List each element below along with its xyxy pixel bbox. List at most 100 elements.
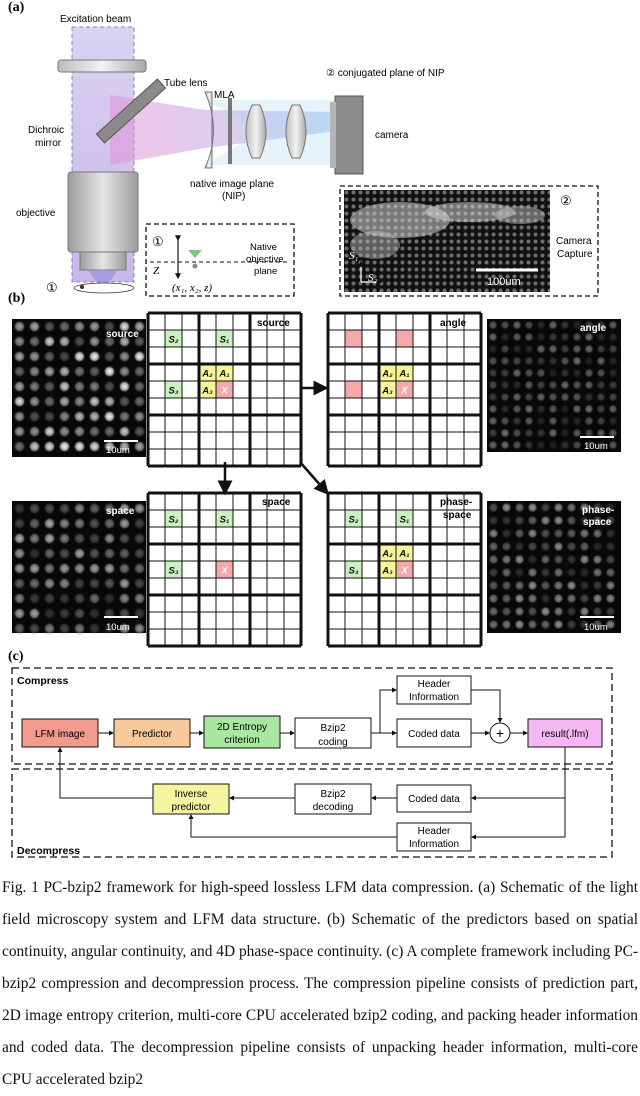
- grid-cell-s1: [216, 510, 233, 527]
- header-info-box-decompress: [396, 822, 472, 852]
- inset-1-marker: ①: [152, 234, 164, 249]
- figure-canvas: (a) Excitation beam Dichroic mirror obje…: [8, 0, 621, 858]
- native-image-plane-label-1: native image plane: [190, 179, 274, 190]
- compress-region: [11, 667, 613, 765]
- grid-cell-a1: [396, 544, 413, 561]
- grid-cell-a2: [379, 544, 396, 561]
- entropy-criterion-text-1: 2D Entropy: [217, 722, 267, 733]
- grid-cell-a3: [379, 561, 396, 578]
- grid-cell-label-x: X: [220, 566, 228, 577]
- grid-cell-x: [396, 381, 413, 398]
- grid-cell-label-x: X: [400, 566, 408, 577]
- image-space-scalebar-label: 10um: [106, 622, 130, 633]
- coded-data-box-compress: [396, 718, 472, 748]
- grid-space-title: space: [262, 497, 291, 508]
- image-source-label: source: [106, 329, 139, 340]
- tube-lens-label: Tube lens: [164, 78, 208, 89]
- relay-lens-1: [245, 104, 267, 159]
- inset-camera-capture: [339, 185, 599, 297]
- grid-cell-s1: [396, 510, 413, 527]
- inset-2-label-2: Capture: [557, 249, 593, 260]
- camera-body: [334, 95, 364, 175]
- grid-cell-s3: [165, 561, 182, 578]
- lfm-image-text: LFM image: [35, 729, 85, 740]
- compress-label: Compress: [17, 675, 69, 687]
- decompress-label: Decompress: [17, 845, 80, 857]
- grid-cell-s2: [345, 510, 362, 527]
- image-source: source 10um: [12, 319, 146, 457]
- dichroic-mirror: [95, 78, 167, 144]
- lfm-image-box: [21, 718, 99, 748]
- image-space: space 10um: [12, 501, 146, 635]
- grid-cell-a1: [396, 364, 413, 381]
- grid-cell-x: [216, 561, 233, 578]
- predictor-box: [113, 718, 191, 748]
- grid-cell-label-s2: S₂: [169, 515, 179, 526]
- predictor-text: Predictor: [132, 729, 173, 740]
- grid-cell-label-x: X: [400, 386, 408, 397]
- bzip2-coding-text-1: Bzip2: [320, 723, 345, 734]
- grid-phase-space-title-2: space: [443, 510, 472, 521]
- inset-1-z: Z: [153, 265, 160, 277]
- focal-cone-icon: [188, 250, 202, 258]
- bzip2-coding-text-2: coding: [318, 737, 347, 748]
- image-angle-label: angle: [580, 323, 607, 334]
- panel-a: (a) Excitation beam Dichroic mirror obje…: [8, 0, 599, 297]
- image-phase-space-label-1: phase-: [582, 505, 614, 516]
- grid-cell-label-a2: A₂: [201, 369, 213, 380]
- header-info-text-compress-2: Information: [409, 692, 459, 703]
- image-angle: angle 10um: [487, 319, 621, 452]
- panel-b-label: (b): [8, 291, 25, 306]
- grid-angle-title: angle: [440, 318, 467, 329]
- inset-2-label-1: Camera: [556, 236, 592, 247]
- objective-body: [67, 171, 139, 253]
- grid-cell-label-s2: S₂: [169, 335, 179, 346]
- bzip2-coding-box: [294, 717, 372, 749]
- excitation-beam-label: Excitation beam: [60, 14, 131, 25]
- image-source-scalebar-label: 10um: [106, 445, 130, 456]
- panel-c: (c) Compress Decompress LFM image Predic…: [8, 649, 613, 858]
- decompress-region: [11, 768, 613, 858]
- sample-marker: ①: [46, 280, 58, 295]
- plus-operator-text: +: [496, 725, 504, 741]
- header-info-text-decompress-1: Header: [418, 826, 451, 837]
- grid-cell-label-a1: A₁: [218, 369, 229, 380]
- mla-label: MLA: [214, 90, 235, 101]
- grid-cell-label-a2: A₂: [381, 369, 393, 380]
- grid-cell-label-s1: S₁: [400, 515, 410, 526]
- image-angle-scalebar-label: 10um: [584, 441, 608, 452]
- bzip2-decoding-text-2: decoding: [313, 802, 354, 813]
- inset-1-coords: (x₁, x₂, z): [172, 282, 212, 294]
- beam-lens: [57, 59, 147, 73]
- grid-cell-label-s1: S₁: [220, 515, 230, 526]
- grid-cell-s2: [165, 510, 182, 527]
- inset-2-s1: S₁: [349, 250, 359, 262]
- dichroic-mirror-label-2: mirror: [35, 138, 62, 149]
- grid-cell-s3: [165, 381, 182, 398]
- result-lfm-text: result(.lfm): [541, 729, 588, 740]
- inset-2-marker: ②: [560, 193, 572, 208]
- coded-data-text-decompress: Coded data: [408, 794, 460, 805]
- grid-cell-a3: [199, 381, 216, 398]
- emission-rays: [110, 95, 345, 165]
- camera-capture-image: [344, 190, 550, 292]
- inverse-predictor-text-1: Inverse: [175, 789, 208, 800]
- image-phase-space-scalebar-label: 10um: [584, 622, 608, 633]
- grid-cell-label-a3: A₃: [381, 566, 393, 577]
- native-image-plane-label-2: (NIP): [222, 191, 245, 202]
- header-info-text-decompress-2: Information: [409, 839, 459, 850]
- grid-cell-s3: [345, 561, 362, 578]
- conjugated-plane-label: ② conjugated plane of NIP: [326, 68, 445, 79]
- inverse-predictor-box: [152, 783, 230, 815]
- grid-cell-label-s2: S₂: [349, 515, 359, 526]
- grid-cell-s2: [165, 330, 182, 347]
- coded-data-text-compress: Coded data: [408, 729, 460, 740]
- coded-data-box-decompress: [396, 784, 472, 813]
- grid-phase-space-title-1: phase-: [440, 497, 472, 508]
- grid-cell-a2: [199, 364, 216, 381]
- flow-arrows: [57, 687, 566, 840]
- grid-cell-a2: [379, 364, 396, 381]
- bzip2-decoding-text-1: Bzip2: [320, 789, 345, 800]
